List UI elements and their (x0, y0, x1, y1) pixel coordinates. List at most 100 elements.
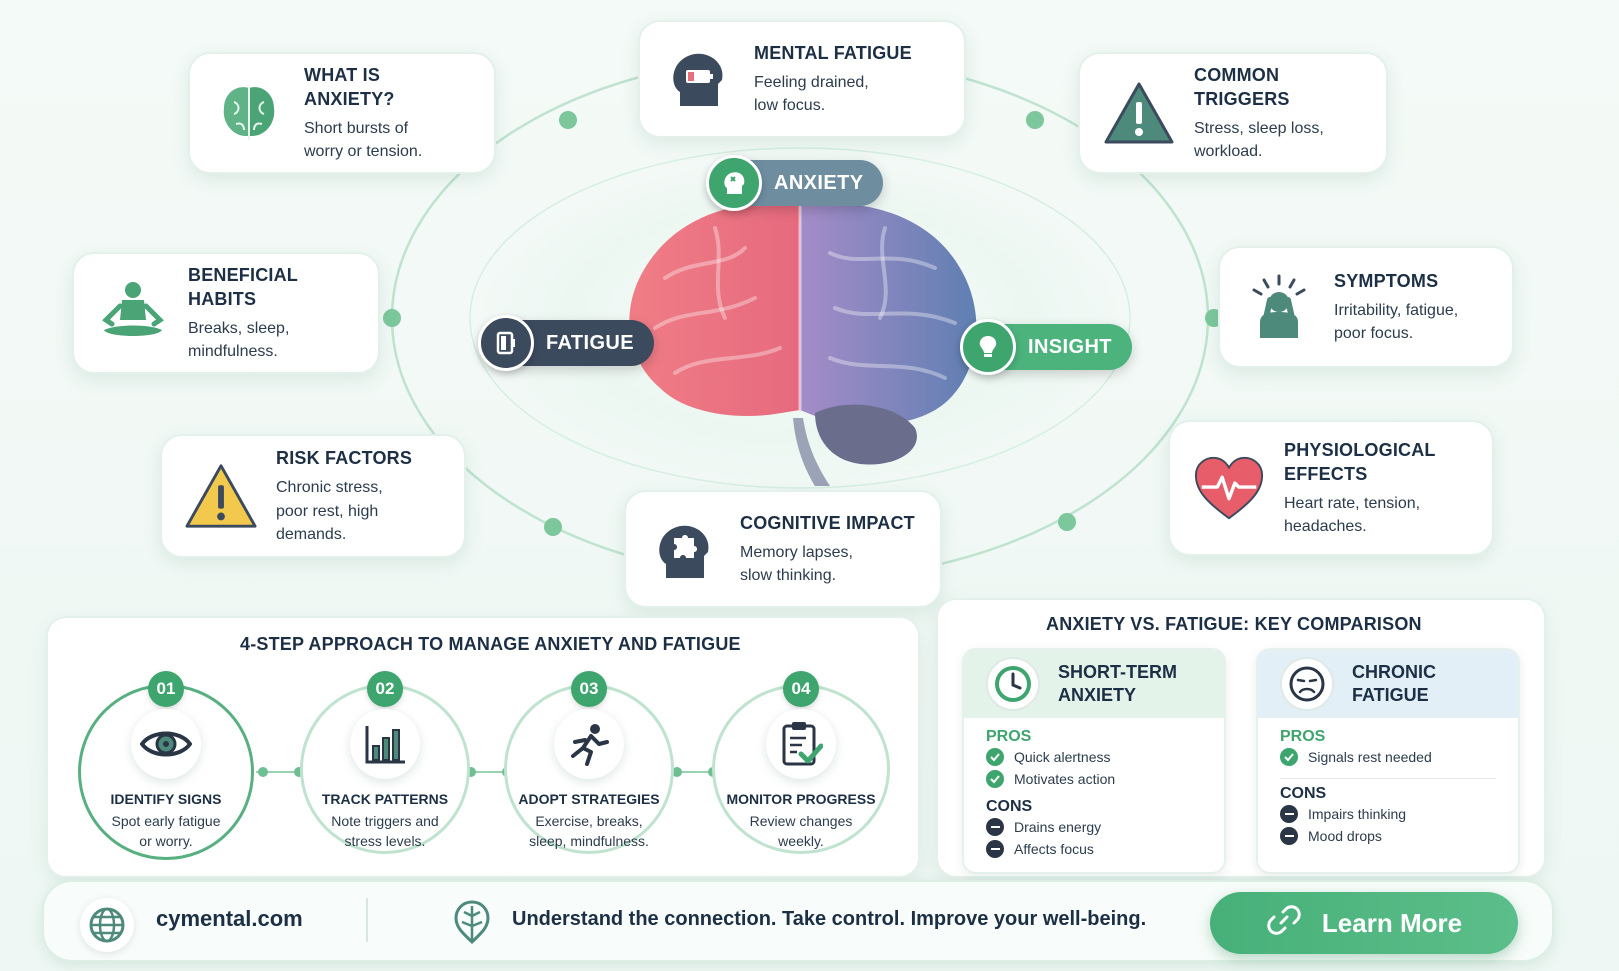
check-icon (1280, 748, 1298, 766)
card-cognitive-impact[interactable]: COGNITIVE IMPACT Memory lapses, slow thin… (624, 490, 942, 608)
con-text: Affects focus (1014, 841, 1094, 857)
meditation-icon (96, 276, 170, 350)
footer-tagline: Understand the connection. Take control.… (512, 908, 1147, 930)
clock-icon (986, 657, 1040, 711)
list-item: Mood drops (1280, 825, 1518, 847)
tired-face-icon (1280, 657, 1334, 711)
card-common-triggers[interactable]: COMMON TRIGGERS Stress, sleep loss,workl… (1078, 52, 1388, 174)
card-text: Memory lapses, (740, 543, 853, 561)
step-connector-dot (672, 767, 682, 777)
card-text: mindfulness. (188, 343, 278, 361)
clipboard-check-icon (766, 709, 836, 779)
check-icon (986, 748, 1004, 766)
minus-icon (1280, 827, 1298, 845)
card-text: Feeling drained, (754, 73, 869, 91)
card-title: COMMON TRIGGERS (1194, 64, 1290, 109)
card-text: slow thinking. (740, 567, 837, 585)
pros-label: PROS (1280, 728, 1326, 745)
step-desc: sleep, mindfulness. (529, 833, 649, 850)
step-connector-dot (294, 767, 304, 777)
step-number: 02 (367, 671, 403, 707)
step-adopt-strategies[interactable]: 03 ADOPT STRATEGIES Exercise, breaks, sle… (504, 671, 674, 854)
card-risk-factors[interactable]: RISK FACTORS Chronic stress,poor rest, h… (160, 434, 466, 558)
card-text: Stress, sleep loss, (1194, 120, 1324, 138)
low-battery-icon (478, 315, 534, 371)
ring-node (544, 518, 562, 536)
step-monitor-progress[interactable]: 04 MONITOR PROGRESS Review changes weekly… (712, 671, 890, 854)
list-item: Affects focus (986, 838, 1224, 860)
comparison-title: ANXIETY VS. FATIGUE: KEY COMPARISON (1046, 614, 1422, 634)
comparison-head-label: ANXIETY (1058, 685, 1137, 705)
step-connector-dot (466, 767, 476, 777)
stressed-person-icon (1242, 270, 1316, 344)
step-desc: Exercise, breaks, (535, 813, 643, 829)
fatigue-pill[interactable]: FATIGUE (478, 315, 654, 371)
pro-text: Motivates action (1014, 771, 1116, 787)
step-desc: or worry. (139, 833, 193, 850)
card-text: poor rest, high (276, 502, 379, 520)
step-number: 04 (783, 671, 819, 707)
pro-text: Signals rest needed (1308, 749, 1432, 765)
step-connector-dot (258, 767, 268, 777)
site-link[interactable]: cymental.com (156, 906, 303, 931)
pro-text: Quick alertness (1014, 749, 1111, 765)
card-title: COGNITIVE IMPACT (740, 512, 915, 533)
list-item: Quick alertness (986, 746, 1224, 768)
divider (1280, 778, 1496, 779)
step-title: MONITOR PROGRESS (726, 791, 876, 807)
card-text: worry or tension. (304, 143, 423, 161)
card-text: Chronic stress, (276, 479, 383, 497)
learn-more-button[interactable]: Learn More (1210, 892, 1518, 954)
con-text: Drains energy (1014, 819, 1102, 835)
list-item: Impairs thinking (1280, 803, 1518, 825)
globe-icon (80, 898, 134, 952)
step-connector (672, 771, 718, 773)
minus-icon (986, 818, 1004, 836)
card-title: MENTAL FATIGUE (754, 42, 912, 63)
anxiety-pill[interactable]: ANXIETY (706, 155, 884, 211)
card-mental-fatigue[interactable]: MENTAL FATIGUE Feeling drained,low focus… (638, 20, 966, 138)
warning-triangle-icon (1102, 76, 1176, 150)
card-title: WHAT IS ANXIETY? (304, 64, 395, 109)
card-title-line: PHYSIOLOGICAL (1284, 439, 1436, 460)
card-title: BENEFICIAL HABITS (188, 264, 298, 309)
con-text: Mood drops (1308, 828, 1382, 844)
step-title: ADOPT STRATEGIES (518, 791, 660, 807)
card-symptoms[interactable]: SYMPTOMS Irritability, fatigue,poor focu… (1218, 246, 1514, 368)
heart-pulse-icon (1192, 451, 1266, 525)
ring-node (559, 111, 577, 129)
step-number: 01 (148, 671, 184, 707)
card-text: Heart rate, tension, (1284, 495, 1421, 513)
fatigue-label: FATIGUE (546, 331, 634, 354)
step-title: IDENTIFY SIGNS (110, 791, 222, 807)
card-text: headaches. (1284, 518, 1367, 536)
insight-pill[interactable]: INSIGHT (960, 319, 1132, 375)
step-desc: stress levels. (344, 833, 426, 850)
steps-panel-title: 4-STEP APPROACH TO MANAGE ANXIETY AND FA… (240, 634, 741, 654)
step-desc: Review changes (749, 813, 853, 829)
ring-node (1058, 513, 1076, 531)
pros-label: PROS (986, 728, 1032, 745)
check-icon (986, 770, 1004, 788)
card-beneficial-habits[interactable]: BENEFICIAL HABITS Breaks, sleep,mindfuln… (72, 252, 380, 374)
minus-icon (986, 840, 1004, 858)
step-desc: Note triggers and (331, 813, 439, 829)
comparison-head-label: CHRONIC (1352, 661, 1436, 682)
step-desc: weekly. (778, 833, 824, 850)
step-number: 03 (571, 671, 607, 707)
learn-more-label: Learn More (1321, 907, 1463, 938)
leaf-brain-icon (448, 898, 496, 951)
cons-label: CONS (1280, 785, 1327, 802)
brain-icon (212, 76, 286, 150)
card-text: demands. (276, 525, 347, 543)
minus-icon (1280, 805, 1298, 823)
